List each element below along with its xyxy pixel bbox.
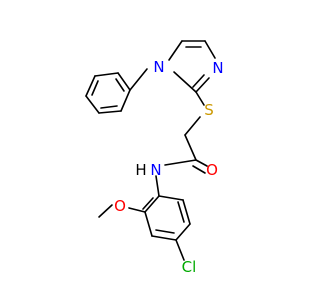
bond-ar-5-inner — [177, 201, 185, 223]
bond-ph-1 — [120, 89, 131, 112]
bond-ch2-co — [184, 134, 197, 161]
bond-s-ch2 — [184, 116, 201, 136]
bond-c2-s — [195, 91, 205, 106]
atom-n-imidazole-ring: N — [212, 59, 223, 77]
bond-ph-3 — [85, 95, 100, 114]
atom-o-carbonyl: O — [206, 161, 218, 179]
bond-ph-to-n — [129, 68, 148, 91]
bond-c-o — [195, 159, 208, 167]
atom-n-amide: N — [150, 161, 161, 179]
bond-layer — [85, 40, 216, 261]
bond-im-c4-n3 — [204, 40, 216, 59]
bond-ar-2 — [144, 211, 153, 237]
atom-s-thioether: S — [204, 101, 214, 119]
bond-ar-3 — [151, 235, 177, 241]
bond-ph-2-inner — [100, 105, 118, 109]
atom-o-methoxy: O — [114, 197, 126, 215]
atom-n-imidazole-phenyl: N — [153, 58, 164, 76]
bond-c-o-second — [192, 165, 206, 174]
bond-ar-3-inner — [155, 229, 175, 234]
bond-im-c2-n1 — [173, 71, 197, 93]
bond-ph-4-inner — [91, 80, 99, 96]
bond-ar-6 — [158, 195, 184, 201]
bond-ar-4 — [175, 223, 191, 241]
atom-h-amide: H — [135, 161, 146, 179]
atom-label-layer: N N S O N H O Cl — [114, 58, 224, 276]
bond-ar-1 — [144, 195, 160, 213]
bond-ph-6-inner — [115, 78, 125, 92]
atom-cl: Cl — [182, 258, 197, 276]
bond-im-n3-c2-inner — [192, 74, 205, 88]
bond-ar-5 — [182, 199, 191, 225]
bond-ar-o-methoxy — [128, 207, 146, 213]
bond-ar-1-inner — [142, 197, 154, 210]
bond-im-n3-c2 — [195, 77, 210, 93]
bond-ph-5 — [94, 72, 119, 77]
bond-ph-6 — [117, 72, 131, 91]
bond-ph-2 — [98, 110, 122, 114]
bond-o-ch3 — [98, 204, 113, 218]
chemical-structure-diagram: N N S O N H O Cl — [85, 40, 224, 276]
bond-im-n1-c5 — [168, 40, 183, 61]
bond-ph-4 — [85, 75, 96, 97]
bond-co-nh — [164, 159, 197, 166]
bond-nh-aryl — [155, 175, 160, 197]
bond-ar-cl — [175, 239, 185, 261]
